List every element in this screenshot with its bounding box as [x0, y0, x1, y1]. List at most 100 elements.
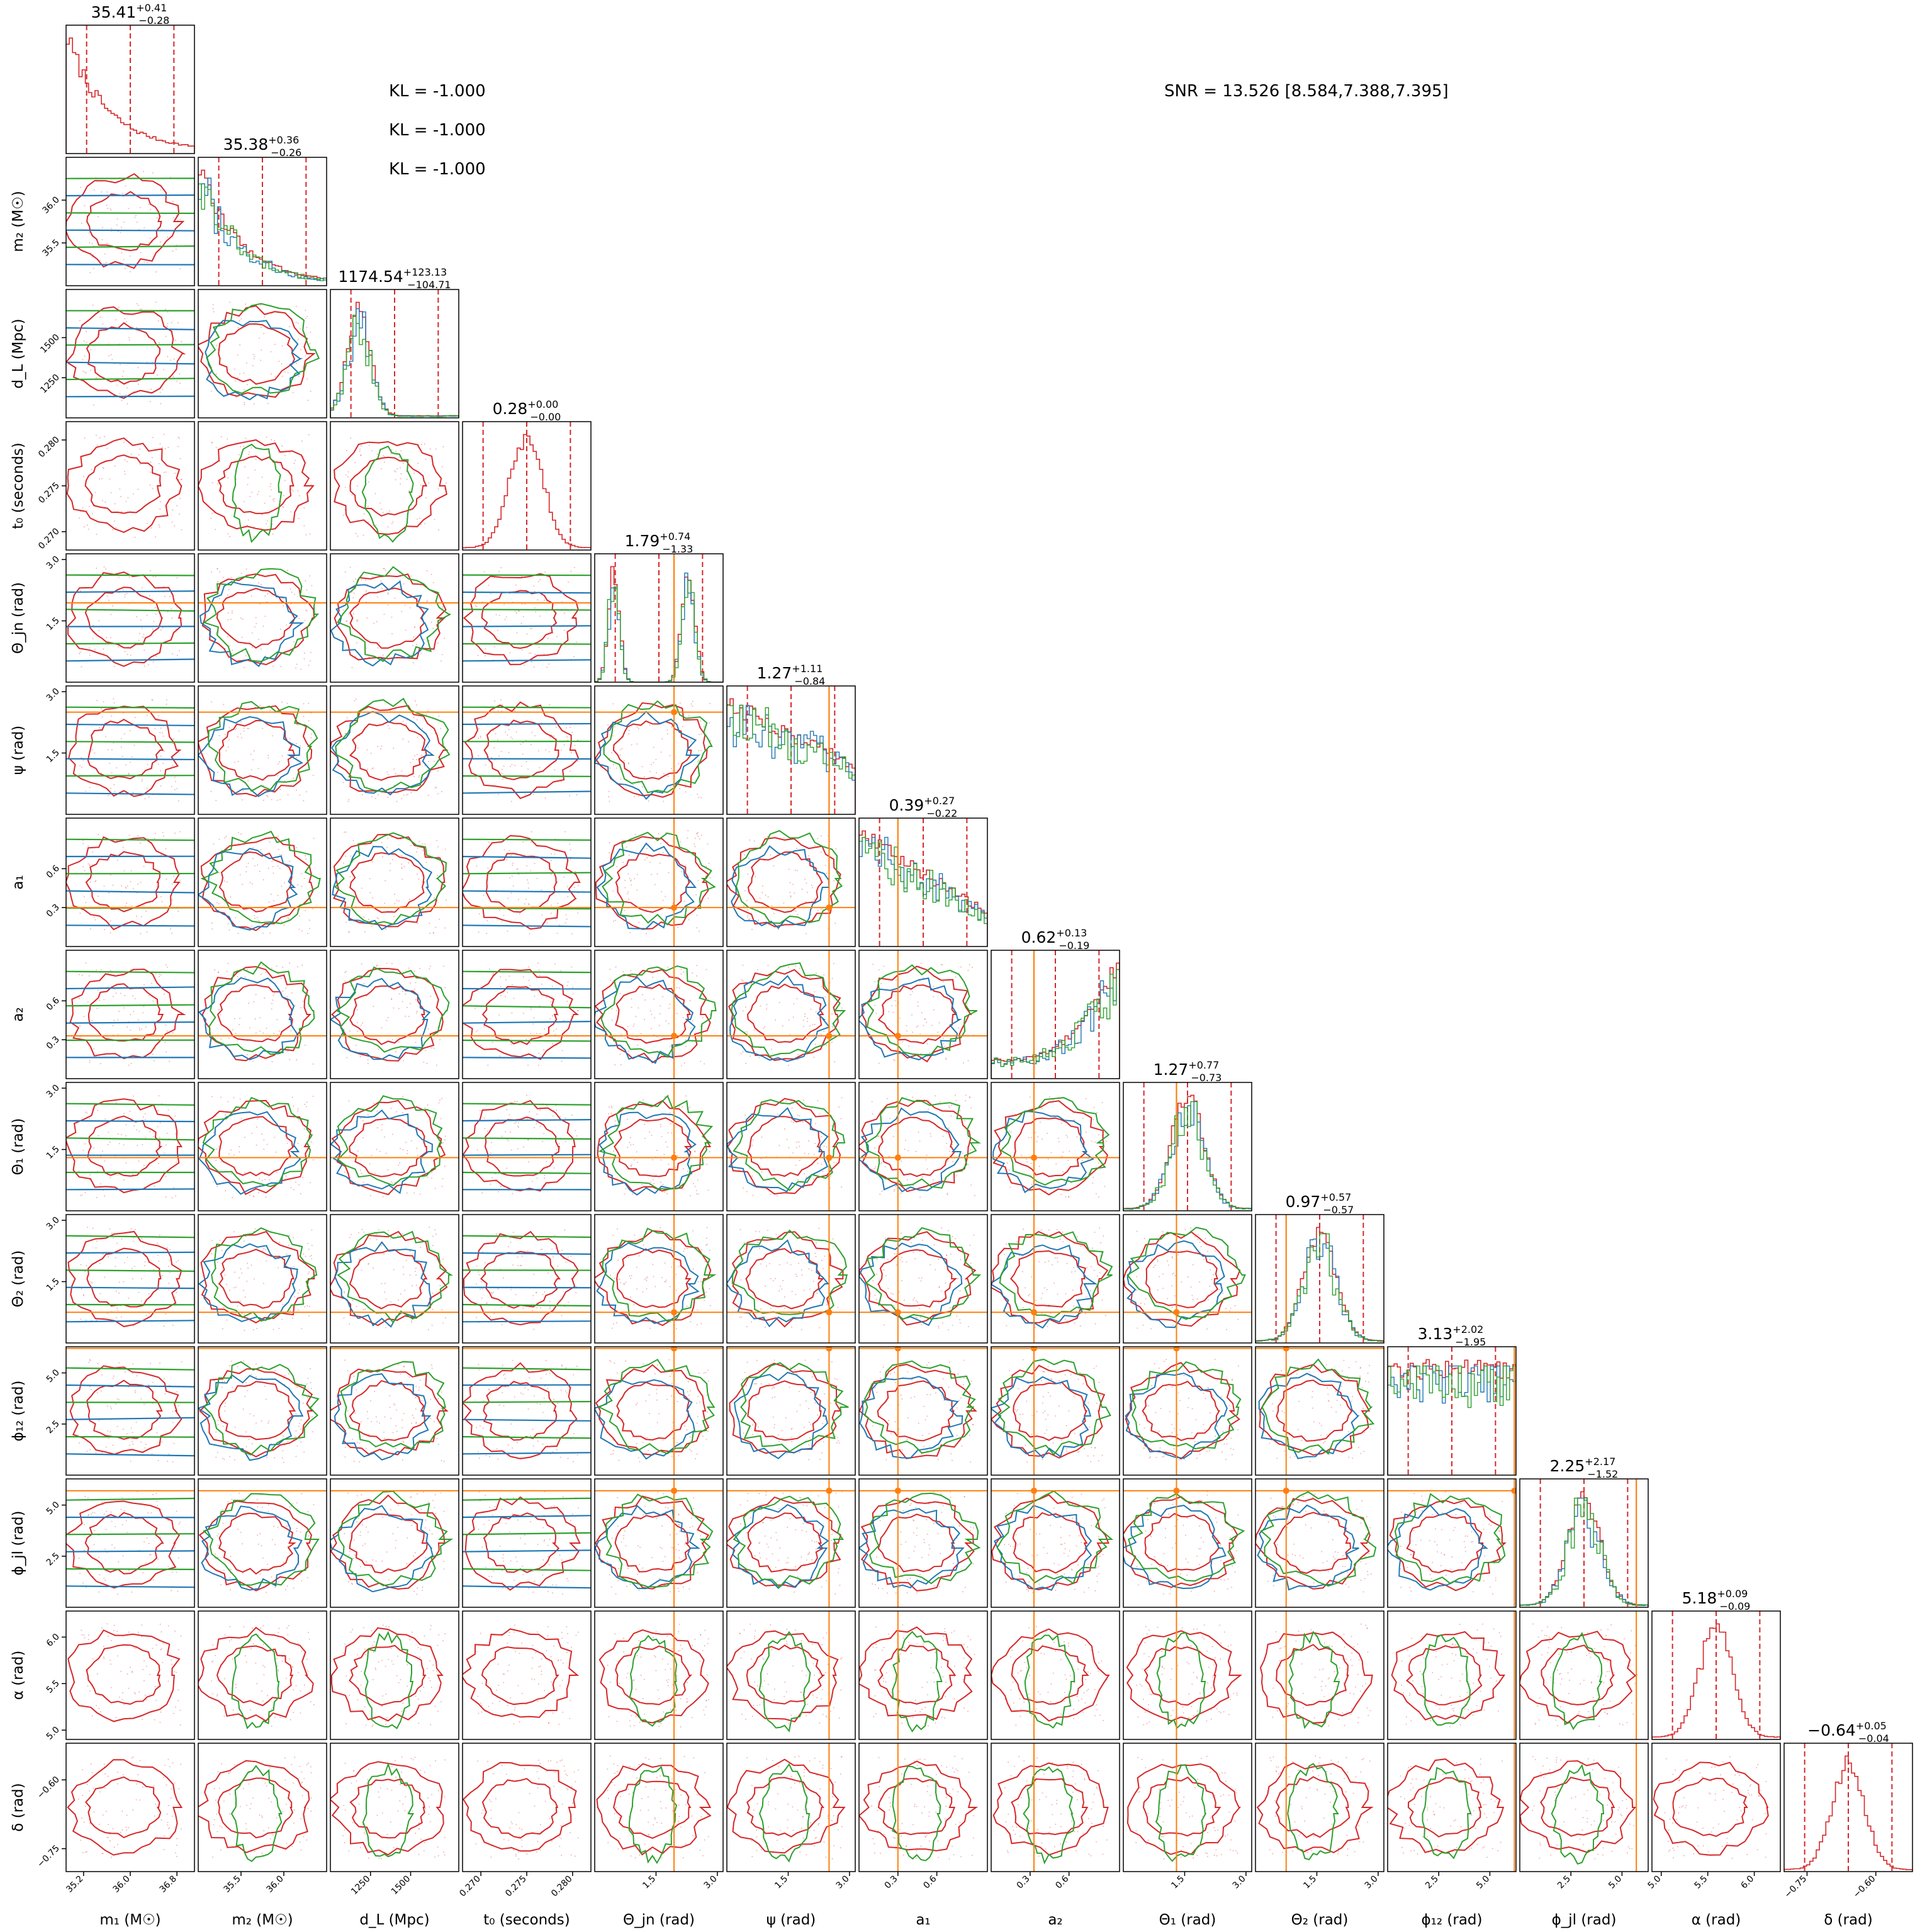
- sample-point: [700, 834, 702, 836]
- sample-point: [298, 495, 300, 497]
- sample-point: [230, 1149, 232, 1151]
- sample-point: [90, 349, 92, 351]
- sample-point: [291, 1317, 293, 1319]
- sample-point: [940, 963, 942, 965]
- sample-point: [303, 800, 305, 802]
- sample-point: [99, 1063, 101, 1065]
- sample-point: [215, 1159, 217, 1161]
- sample-point: [113, 783, 115, 785]
- sample-point: [146, 714, 148, 716]
- band-line: [66, 378, 194, 381]
- contour-red-inner: [1013, 1117, 1087, 1177]
- sample-point: [282, 506, 284, 508]
- sample-point: [352, 1300, 354, 1301]
- sample-point: [564, 922, 566, 924]
- sample-point: [148, 242, 150, 244]
- sample-point: [660, 751, 662, 753]
- sample-point: [269, 980, 271, 982]
- sample-point: [687, 837, 688, 839]
- sample-point: [551, 904, 553, 906]
- sample-point: [401, 855, 403, 856]
- sample-point: [1031, 1276, 1033, 1278]
- sample-point: [111, 1408, 113, 1410]
- sample-point: [89, 1174, 91, 1176]
- sample-point: [894, 1189, 896, 1191]
- sample-point: [429, 1227, 430, 1228]
- sample-point: [806, 1176, 807, 1178]
- sample-point: [442, 446, 444, 447]
- band-line: [66, 1004, 194, 1007]
- sample-point: [670, 1123, 671, 1125]
- marginal-median: 0.97: [1286, 1193, 1321, 1211]
- sample-point: [94, 919, 96, 921]
- sample-point: [93, 267, 94, 269]
- sample-point: [575, 1292, 577, 1294]
- sample-point: [385, 1327, 387, 1328]
- sample-point: [393, 747, 395, 749]
- sample-point: [391, 1181, 393, 1182]
- sample-point: [278, 361, 280, 362]
- sample-point: [146, 522, 148, 524]
- panel-8-0: 1.53.0Θ₁ (rad): [10, 1082, 195, 1211]
- sample-point: [567, 1256, 569, 1258]
- sample-point: [662, 1184, 664, 1186]
- sample-point: [478, 913, 480, 915]
- sample-point: [130, 1460, 132, 1462]
- sample-point: [148, 1293, 150, 1295]
- marginal-histogram-green: [727, 704, 855, 814]
- sample-point: [938, 1327, 940, 1329]
- sample-point: [173, 738, 175, 740]
- sample-point: [834, 922, 836, 924]
- sample-point: [699, 720, 701, 722]
- sample-point: [141, 587, 143, 589]
- sample-point: [179, 513, 181, 515]
- y-tick-label: 0.280: [37, 435, 62, 460]
- sample-point: [390, 863, 391, 865]
- sample-point: [232, 1386, 233, 1388]
- sample-point: [1207, 1299, 1209, 1301]
- sample-point: [514, 1101, 516, 1103]
- sample-point: [476, 1149, 478, 1151]
- sample-point: [822, 1267, 824, 1269]
- sample-point: [959, 1322, 961, 1324]
- sample-point: [1096, 1111, 1098, 1113]
- sample-point: [130, 1062, 132, 1064]
- sample-point: [298, 915, 300, 917]
- sample-point: [692, 1230, 694, 1232]
- sample-point: [534, 996, 536, 997]
- sample-point: [560, 970, 562, 972]
- sample-point: [946, 1254, 948, 1256]
- sample-point: [212, 304, 214, 306]
- sample-point: [267, 757, 269, 759]
- sample-point: [696, 1193, 698, 1195]
- sample-point: [359, 1056, 361, 1058]
- sample-point: [945, 1057, 946, 1059]
- sample-point: [697, 1309, 699, 1311]
- sample-point: [689, 1000, 691, 1002]
- sample-point: [243, 446, 245, 447]
- sample-point: [510, 855, 512, 856]
- sample-point: [309, 928, 311, 929]
- panel-content: [330, 289, 459, 418]
- sample-point: [218, 902, 220, 904]
- sample-point: [160, 770, 162, 772]
- sample-point: [240, 1300, 242, 1302]
- sample-point: [498, 755, 500, 757]
- sample-point: [356, 1021, 358, 1023]
- sample-point: [490, 1142, 492, 1143]
- sample-point: [166, 1132, 168, 1134]
- contour-red-inner: [349, 985, 425, 1045]
- sample-point: [224, 1405, 226, 1407]
- sample-point: [807, 1018, 809, 1019]
- marginal-median: 0.62: [1021, 928, 1057, 946]
- sample-point: [915, 1150, 917, 1152]
- sample-point: [536, 1033, 537, 1035]
- sample-point: [884, 1166, 886, 1168]
- sample-point: [106, 637, 108, 639]
- sample-point: [258, 582, 260, 584]
- sample-point: [416, 758, 418, 760]
- sample-point: [802, 977, 804, 979]
- sample-point: [110, 208, 111, 210]
- sample-point: [405, 993, 407, 995]
